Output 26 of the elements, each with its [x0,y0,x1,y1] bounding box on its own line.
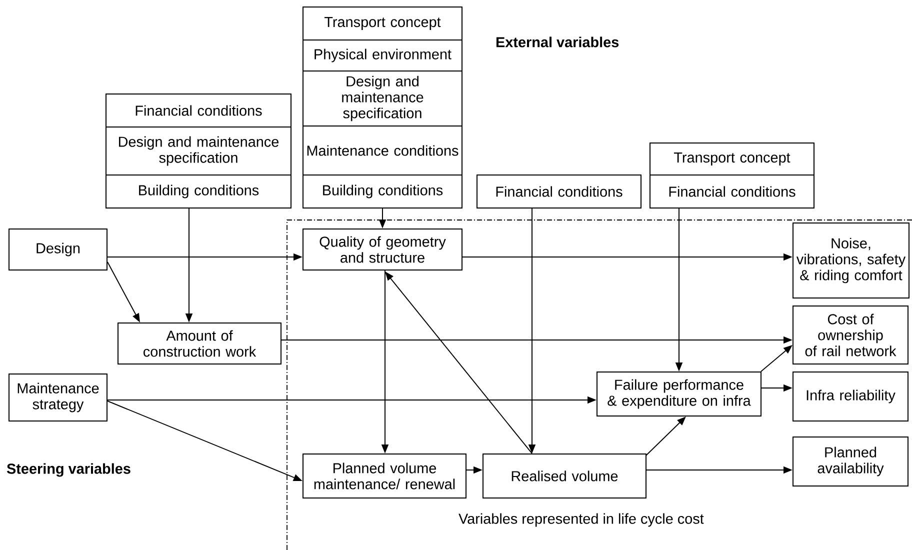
condition-cell: Building conditions [302,174,462,208]
condition-cell: Transport concept [302,6,462,40]
condition-cell: Transport concept [650,142,814,176]
heading-label: External variables [496,36,619,48]
variable-box: Failure performance & expenditure on infra [596,372,762,416]
condition-cell: Financial conditions [106,94,292,128]
variable-box: Quality of geometry and structure [302,228,462,270]
condition-cell: Building conditions [106,174,292,208]
condition-cell: Financial conditions [650,174,814,208]
arrow [646,416,686,456]
condition-cell: Design and maintenance specification [106,126,292,176]
condition-cell: Design and maintenance specification [302,70,462,126]
variable-box: Design [8,228,108,270]
condition-cell: Physical environment [302,40,462,72]
condition-cell: Maintenance conditions [302,126,462,176]
variable-box: Cost of ownership of rail network [792,306,908,364]
condition-cell: Financial conditions [476,174,642,208]
variable-box: Noise, vibrations, safety & riding comfort [792,222,910,298]
region-label: Variables represented in life cycle cost [458,513,704,527]
variable-box: Realised volume [482,454,646,498]
heading-label: Steering variables [6,463,130,477]
variable-box: Amount of construction work [118,322,282,364]
variable-box: Planned availability [792,436,908,486]
variable-box: Infra reliability [792,372,908,422]
variable-box: Planned volume maintenance/ renewal [302,454,466,498]
variable-box: Maintenance strategy [8,374,108,422]
